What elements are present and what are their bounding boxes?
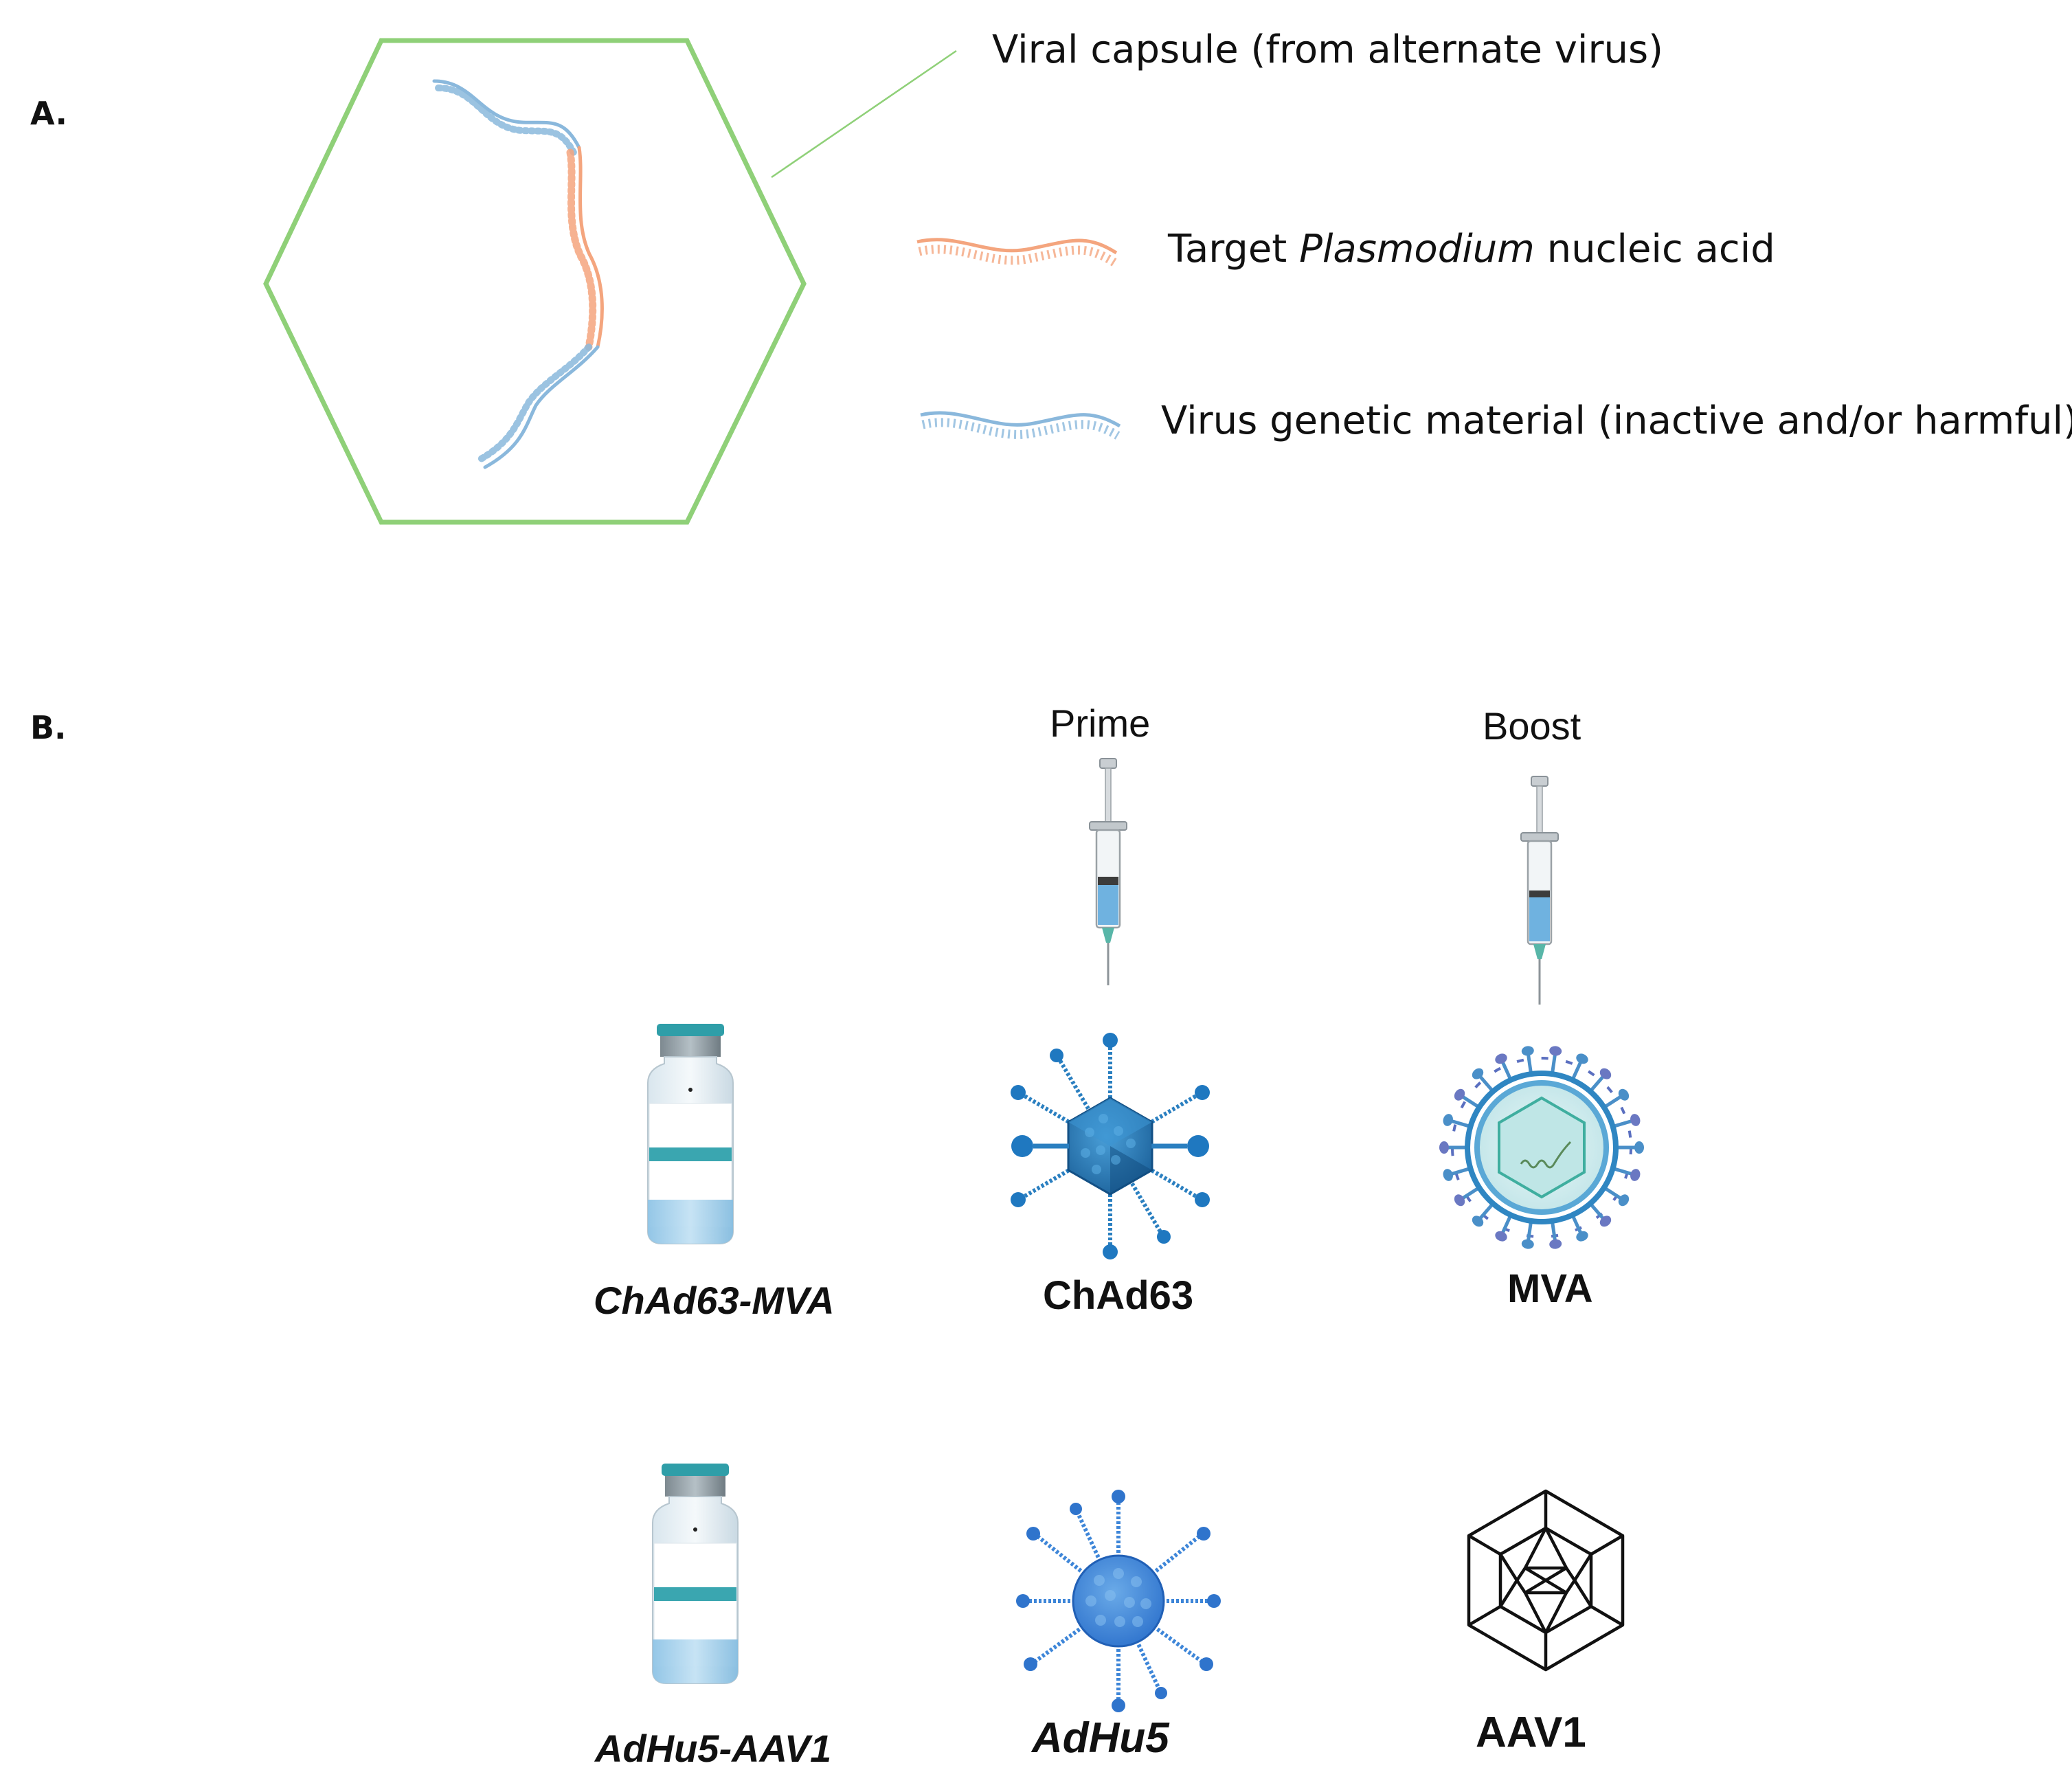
mva-spike-tip	[1599, 1068, 1612, 1079]
legend-target-suffix: nucleic acid	[1534, 227, 1775, 271]
regimen-1-boost-name: MVA	[1507, 1266, 1593, 1311]
legend-target-italic: Plasmodium	[1299, 227, 1535, 271]
mva-spike	[1603, 1186, 1623, 1200]
mva-spike-tip	[1599, 1216, 1612, 1227]
mva-spike	[1570, 1060, 1583, 1081]
adhu5-aav1-vial-icon	[652, 1464, 739, 1684]
mva-spike	[1526, 1053, 1533, 1075]
mva-spike	[1478, 1075, 1495, 1093]
panel-a-label: A.	[30, 95, 67, 132]
boost-syringe-icon	[1520, 776, 1559, 1005]
mva-spike-tip	[1454, 1088, 1465, 1101]
boost-column-header: Boost	[1483, 704, 1581, 748]
chad63-virus-icon	[1011, 1033, 1210, 1259]
mva-spike-tip	[1439, 1141, 1449, 1154]
legend-virus-label: Virus genetic material (inactive and/or …	[1161, 399, 2072, 443]
viral-capsule-hexagon	[263, 38, 807, 525]
mva-spike-tip	[1576, 1053, 1588, 1064]
mva-spike-tip	[1549, 1046, 1562, 1056]
mva-spike	[1612, 1119, 1634, 1128]
mva-spike-tip	[1495, 1053, 1507, 1064]
regimen-2-name: AdHu5-AAV1	[595, 1727, 832, 1770]
mva-spike-tip	[1521, 1046, 1534, 1056]
regimen-2-boost-name: AAV1	[1476, 1709, 1586, 1756]
mva-spike	[1500, 1060, 1513, 1081]
mva-spike-tip	[1576, 1231, 1588, 1242]
mva-spike-tip	[1454, 1194, 1465, 1207]
target-strand-legend-icon	[916, 238, 1118, 267]
mva-spike-tip	[1630, 1169, 1641, 1181]
capsule-leader-line	[771, 49, 957, 179]
mva-spike	[1450, 1167, 1472, 1176]
mva-spike-tip	[1443, 1169, 1453, 1181]
mva-spike-tip	[1472, 1216, 1484, 1227]
mva-spike-tip	[1495, 1231, 1507, 1242]
mva-spike	[1603, 1095, 1623, 1109]
regimen-1-name: ChAd63-MVA	[594, 1279, 835, 1322]
prime-column-header: Prime	[1050, 702, 1151, 745]
regimen-2-prime-name: AdHu5	[1032, 1714, 1169, 1762]
mva-spike	[1461, 1186, 1480, 1200]
panel-b-label: B.	[30, 709, 67, 746]
mva-spike	[1500, 1214, 1513, 1235]
adhu5-virus-icon	[1016, 1490, 1221, 1712]
legend-target-prefix: Target	[1168, 227, 1300, 271]
virus-strand-legend-icon	[920, 411, 1121, 440]
mva-spike-tip	[1618, 1194, 1630, 1207]
legend-capsule-label: Viral capsule (from alternate virus)	[992, 27, 1664, 72]
mva-spike	[1478, 1202, 1495, 1220]
aav1-capsid-icon	[1467, 1489, 1625, 1672]
mva-spike-tip	[1443, 1114, 1453, 1126]
mva-spike-tip	[1521, 1239, 1534, 1249]
legend-target-label: Target Plasmodium nucleic acid	[1168, 227, 1775, 271]
mva-spike-tip	[1549, 1239, 1562, 1249]
mva-spike	[1550, 1220, 1557, 1242]
regimen-1-prime-name: ChAd63	[1043, 1273, 1194, 1318]
mva-spike	[1450, 1119, 1472, 1128]
chad63-mva-vial-icon	[647, 1024, 734, 1244]
mva-virus-icon	[1439, 1046, 1644, 1249]
mva-spike	[1461, 1095, 1480, 1109]
mva-spike-tip	[1618, 1088, 1630, 1101]
mva-spike-tip	[1472, 1068, 1484, 1079]
mva-spike	[1550, 1053, 1557, 1075]
mva-spike	[1570, 1214, 1583, 1235]
mva-spike	[1526, 1220, 1533, 1242]
mva-spike	[1588, 1202, 1606, 1220]
mva-spike	[1612, 1167, 1634, 1176]
mva-spike-tip	[1630, 1114, 1641, 1126]
prime-syringe-icon	[1089, 758, 1127, 985]
genome-strand-in-capsule	[432, 79, 604, 469]
mva-spike-tip	[1634, 1141, 1644, 1154]
mva-spike	[1588, 1075, 1606, 1093]
